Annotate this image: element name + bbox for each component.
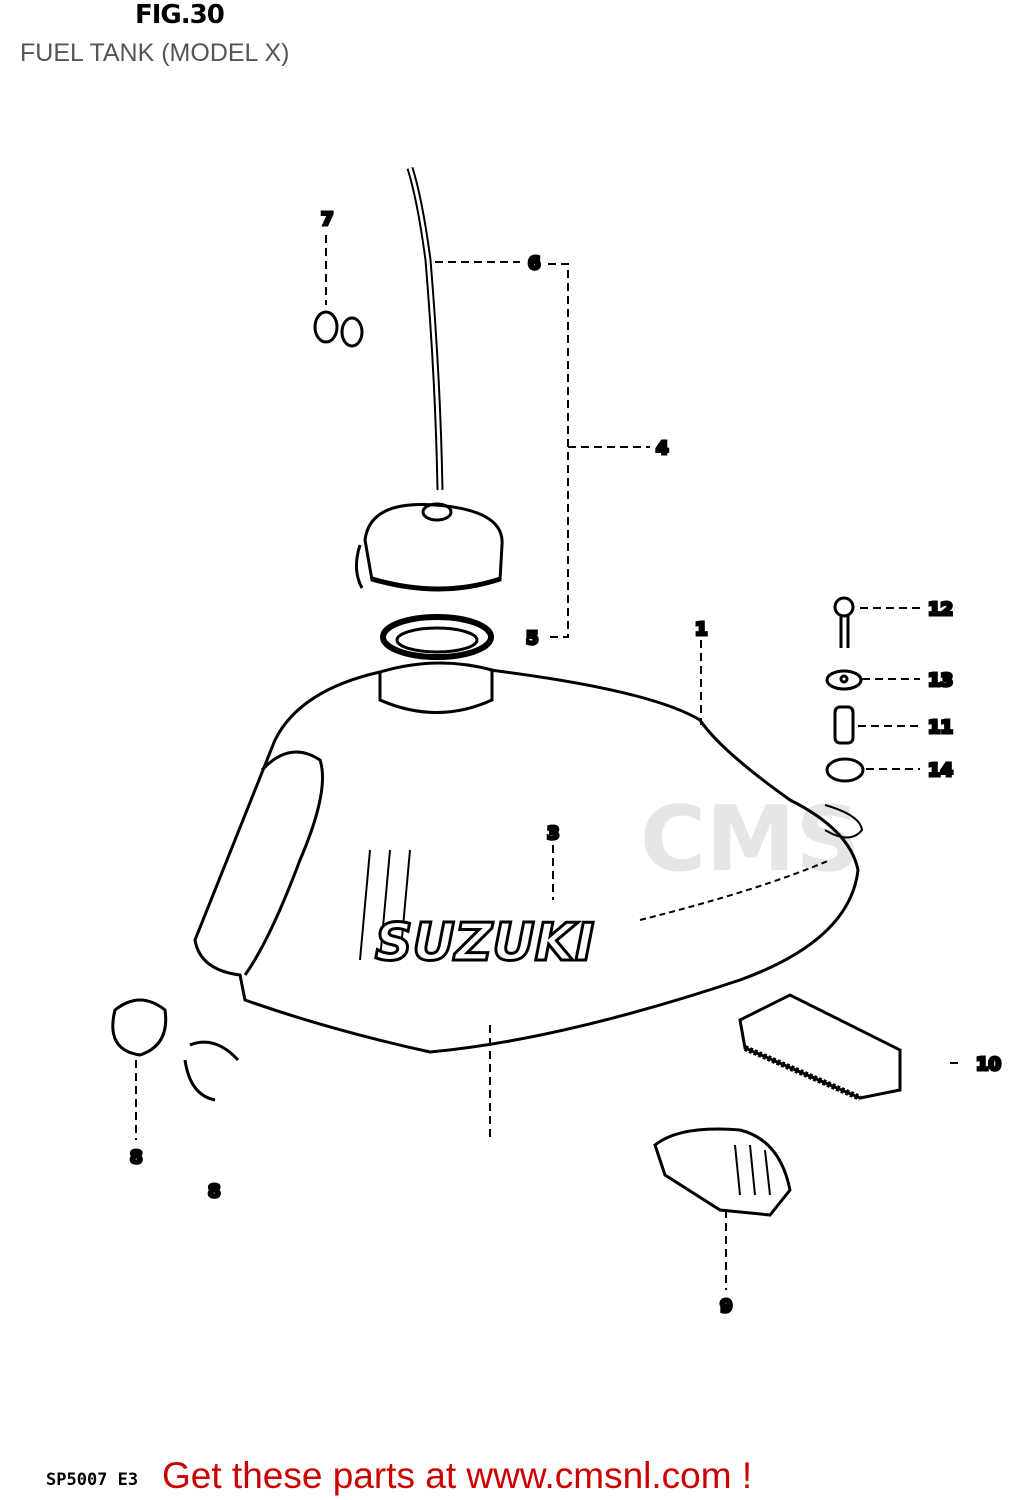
fuel-cap[interactable] bbox=[355, 502, 504, 592]
callout-12: 12 bbox=[928, 599, 953, 620]
front-cushion[interactable] bbox=[111, 998, 240, 1102]
tank-pad[interactable] bbox=[738, 993, 902, 1101]
breather-hose[interactable] bbox=[406, 166, 444, 491]
fuel-tank[interactable]: SUZUKI bbox=[193, 661, 864, 1054]
callout-8b: 8 bbox=[208, 1181, 221, 1202]
cushion-part[interactable] bbox=[825, 757, 865, 783]
callout-labels: 7 6 4 5 1 12 13 11 14 3 10 8 8 9 bbox=[129, 208, 1003, 1319]
diagram-code: SP5007 E3 bbox=[46, 1470, 139, 1490]
washer-part[interactable] bbox=[825, 669, 863, 691]
tank-logo: SUZUKI bbox=[375, 913, 594, 973]
callout-7: 7 bbox=[321, 209, 334, 230]
callout-13: 13 bbox=[928, 670, 953, 691]
callout-10: 10 bbox=[976, 1054, 1001, 1075]
figure-number: FIG.30 bbox=[135, 0, 225, 30]
cap-gasket[interactable] bbox=[380, 614, 494, 660]
callout-3: 3 bbox=[547, 823, 560, 844]
callout-9: 9 bbox=[720, 1296, 733, 1317]
leader-lines bbox=[135, 235, 960, 1290]
callout-14: 14 bbox=[928, 760, 953, 781]
callout-5: 5 bbox=[526, 628, 539, 649]
tank-rubber[interactable] bbox=[653, 1127, 792, 1217]
bolt-part[interactable] bbox=[833, 596, 855, 648]
callout-1: 1 bbox=[695, 619, 708, 640]
clip-part[interactable] bbox=[313, 310, 364, 348]
collar-part[interactable] bbox=[833, 705, 855, 745]
callout-6: 6 bbox=[528, 253, 541, 274]
watermark: CMS bbox=[640, 787, 861, 892]
callout-11: 11 bbox=[928, 717, 953, 738]
callout-4: 4 bbox=[656, 438, 669, 459]
page-title: FUEL TANK (MODEL X) bbox=[20, 39, 290, 67]
promo-link[interactable]: Get these parts at www.cmsnl.com ! bbox=[162, 1455, 753, 1496]
callout-8a: 8 bbox=[130, 1147, 143, 1168]
